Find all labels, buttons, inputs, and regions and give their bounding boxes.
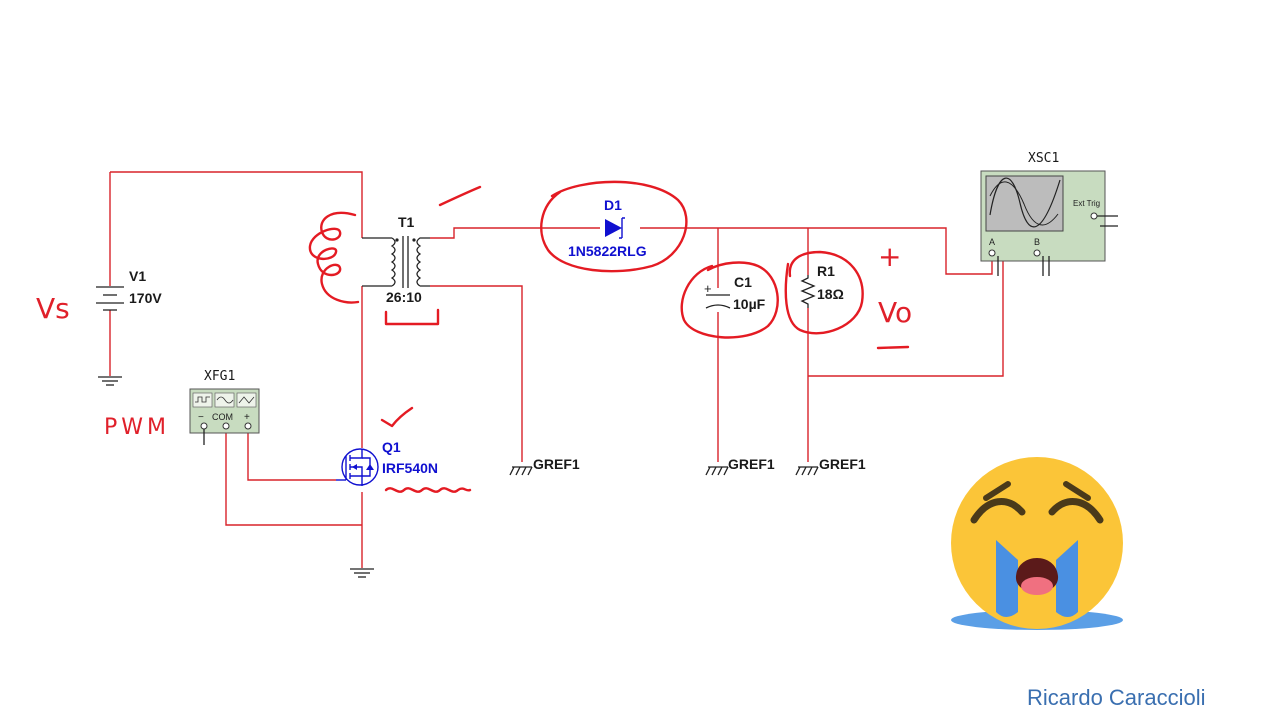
wires [109,171,1004,568]
c1-value: 10µF [733,296,766,312]
gref-ground-icon [705,466,729,476]
gref-label: GREF1 [533,456,580,472]
output-plus-annotation: + [878,240,901,273]
q1-part: IRF540N [382,460,438,476]
ground-icon [350,568,374,578]
xfg1-minus: − [198,412,204,423]
r1-value: 18Ω [817,286,844,302]
xfg1-name: XFG1 [204,369,235,384]
c1-name: C1 [734,274,752,290]
xsc1-ext-trig: Ext Trig [1073,199,1100,208]
gref-ground-icon [795,466,819,476]
ground-icon [98,376,122,386]
t1-ratio: 26:10 [386,289,422,305]
mosfet-q1[interactable] [336,448,379,486]
pwm-annotation: PWM [104,415,170,440]
transformer-t1[interactable] [362,236,430,288]
xfg1-plus: + [244,412,250,423]
function-generator-xfg1[interactable] [189,388,260,445]
xsc1-channel-b: B [1034,237,1040,247]
gref-ground-icon [509,466,533,476]
gref-label: GREF1 [728,456,775,472]
resistor-r1[interactable] [800,275,816,308]
author-signature: Ricardo Caraccioli [1027,685,1206,710]
capacitor-c1[interactable]: + [704,281,731,309]
xsc1-channel-a: A [989,237,995,247]
xfg1-com: COM [212,412,233,422]
diode-d1[interactable] [605,217,625,239]
v1-value: 170V [129,290,162,306]
vs-annotation: Vs [36,292,70,325]
handwritten-annotations [308,180,910,493]
d1-name: D1 [604,197,622,213]
battery-v1[interactable] [96,286,124,311]
d1-part: 1N5822RLG [568,243,647,259]
gref-label: GREF1 [819,456,866,472]
xsc1-name: XSC1 [1028,151,1059,166]
q1-name: Q1 [382,439,401,455]
r1-name: R1 [817,263,835,279]
vo-annotation: Vo [878,296,912,329]
t1-name: T1 [398,214,415,230]
v1-name: V1 [129,268,146,284]
oscilloscope-xsc1[interactable] [980,170,1118,276]
svg-text:+: + [704,281,712,296]
loudly-crying-face-icon [951,457,1123,630]
